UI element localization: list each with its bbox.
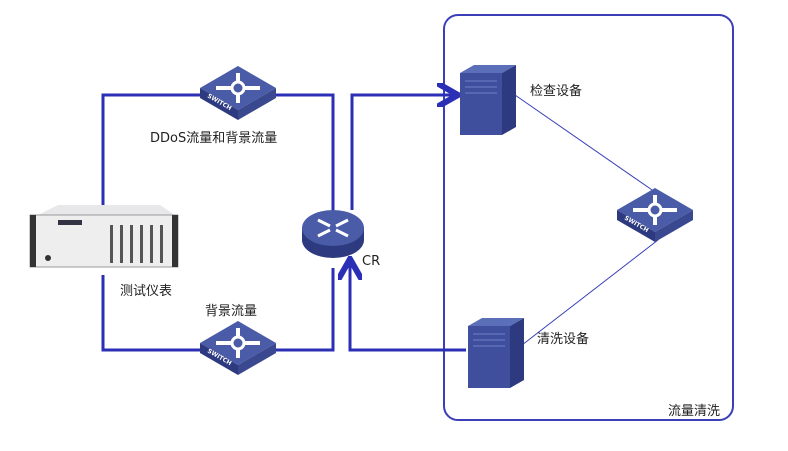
link-detector-switch xyxy=(514,94,656,193)
link-cleaner-router xyxy=(350,262,466,352)
router-icon xyxy=(302,210,364,258)
background-traffic-label: 背景流量 xyxy=(205,304,258,319)
link-bottomswitch-router xyxy=(276,268,335,352)
bottom-switch-icon: SWITCH xyxy=(198,319,278,377)
ddos-traffic-label: DDoS流量和背景流量 xyxy=(150,131,278,146)
link-tester-top xyxy=(101,93,200,205)
detector-label: 检查设备 xyxy=(530,84,583,99)
top-switch-icon: SWITCH xyxy=(198,64,278,122)
cleaner-server-icon xyxy=(467,317,525,389)
link-router-detector xyxy=(350,95,455,210)
link-cleaner-switch xyxy=(521,239,659,346)
zone-label: 流量清洗 xyxy=(668,404,721,419)
tester-device-icon xyxy=(29,205,179,268)
tester-label: 测试仪表 xyxy=(120,284,173,299)
cleaner-label: 清洗设备 xyxy=(537,332,590,347)
cleaning-zone xyxy=(443,14,734,421)
link-tester-bottom xyxy=(101,275,200,352)
router-label: CR xyxy=(362,254,381,269)
detector-server-icon xyxy=(459,64,517,136)
zone-switch-icon: SWITCH xyxy=(615,186,695,244)
link-topswitch-router xyxy=(276,93,335,212)
